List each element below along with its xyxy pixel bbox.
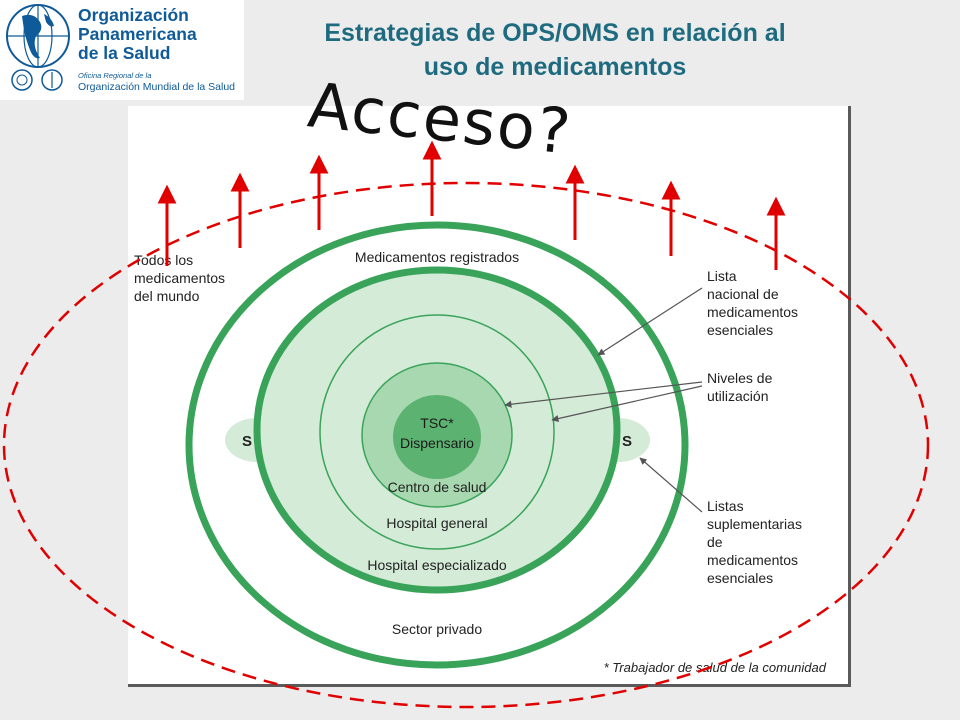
globe-logo-icon — [6, 4, 70, 91]
pointer-niveles-inner — [504, 381, 703, 408]
access-dashed-ellipse — [2, 181, 930, 709]
access-arrowhead-4 — [422, 140, 442, 160]
callout-supl-line4: medicamentos — [707, 552, 798, 568]
callout-niveles-line2: utilización — [707, 388, 768, 404]
callout-niveles-line1: Niveles de — [707, 370, 773, 386]
label-centro-salud: Centro de salud — [388, 479, 487, 495]
pointer-niveles-outer — [551, 385, 703, 423]
access-arrowhead-1 — [157, 184, 177, 204]
label-todos-line1: Todos los — [134, 252, 193, 268]
paho-logo: Organización Panamericana de la Salud Of… — [0, 0, 244, 100]
access-arrowhead-2 — [230, 172, 250, 192]
paho-seal-icon — [11, 69, 33, 91]
callout-lista-nacional: Lista nacional de medicamentos esenciale… — [707, 268, 802, 338]
pointer-lista — [597, 287, 703, 356]
label-tsc: TSC* — [420, 415, 454, 431]
acceso-annotation: Acceso? — [305, 68, 576, 168]
callout-supl-line2: suplementarias — [707, 516, 802, 532]
label-hospital-especializado: Hospital especializado — [367, 557, 507, 573]
label-todos-medicamentos: Todos los medicamentos del mundo — [134, 252, 229, 304]
label-hospital-general: Hospital general — [386, 515, 487, 531]
slide-title-line2: uso de medicamentos — [423, 53, 687, 81]
access-arrowhead-5 — [565, 164, 585, 184]
footnote: * Trabajador de salud de la comunidad — [604, 660, 827, 675]
logo-org-line2: Panamericana — [78, 24, 197, 44]
label-registrados: Medicamentos registrados — [355, 249, 519, 265]
label-sector-privado: Sector privado — [392, 621, 482, 637]
slide-title-line1: Estrategias de OPS/OMS en relación al — [324, 19, 786, 47]
callout-niveles: Niveles de utilización — [707, 370, 776, 404]
pointer-suplementarias — [639, 457, 703, 513]
logo-org-line1: Organización — [78, 5, 189, 25]
label-s-left: S — [242, 433, 252, 450]
access-arrowhead-7 — [766, 196, 786, 216]
label-dispensario: Dispensario — [400, 435, 474, 451]
callout-lista-line4: esenciales — [707, 322, 773, 338]
callout-supl-line1: Listas — [707, 498, 744, 514]
callout-lista-line1: Lista — [707, 268, 737, 284]
callout-supl-line3: de — [707, 534, 723, 550]
access-arrowhead-6 — [661, 180, 681, 200]
logo-wordmark: Organización Panamericana de la Salud — [78, 6, 197, 63]
ring-center-tsc — [393, 395, 481, 479]
callout-supl-line5: esenciales — [707, 570, 773, 586]
callout-lista-line3: medicamentos — [707, 304, 798, 320]
access-arrowhead-3 — [309, 154, 329, 174]
label-todos-line3: del mundo — [134, 288, 200, 304]
logo-sub-line2: Organización Mundial de la Salud — [78, 81, 236, 93]
access-arrows — [157, 140, 786, 270]
label-s-right: S — [622, 433, 632, 450]
callout-suplementarias: Listas suplementarias de medicamentos es… — [707, 498, 806, 586]
logo-sub-line1: Oficina Regional de la — [78, 71, 152, 80]
logo-org-line3: de la Salud — [78, 43, 171, 63]
label-todos-line2: medicamentos — [134, 270, 225, 286]
callout-lista-line2: nacional de — [707, 286, 779, 302]
slide-title: Estrategias de OPS/OMS en relación al us… — [250, 16, 860, 84]
